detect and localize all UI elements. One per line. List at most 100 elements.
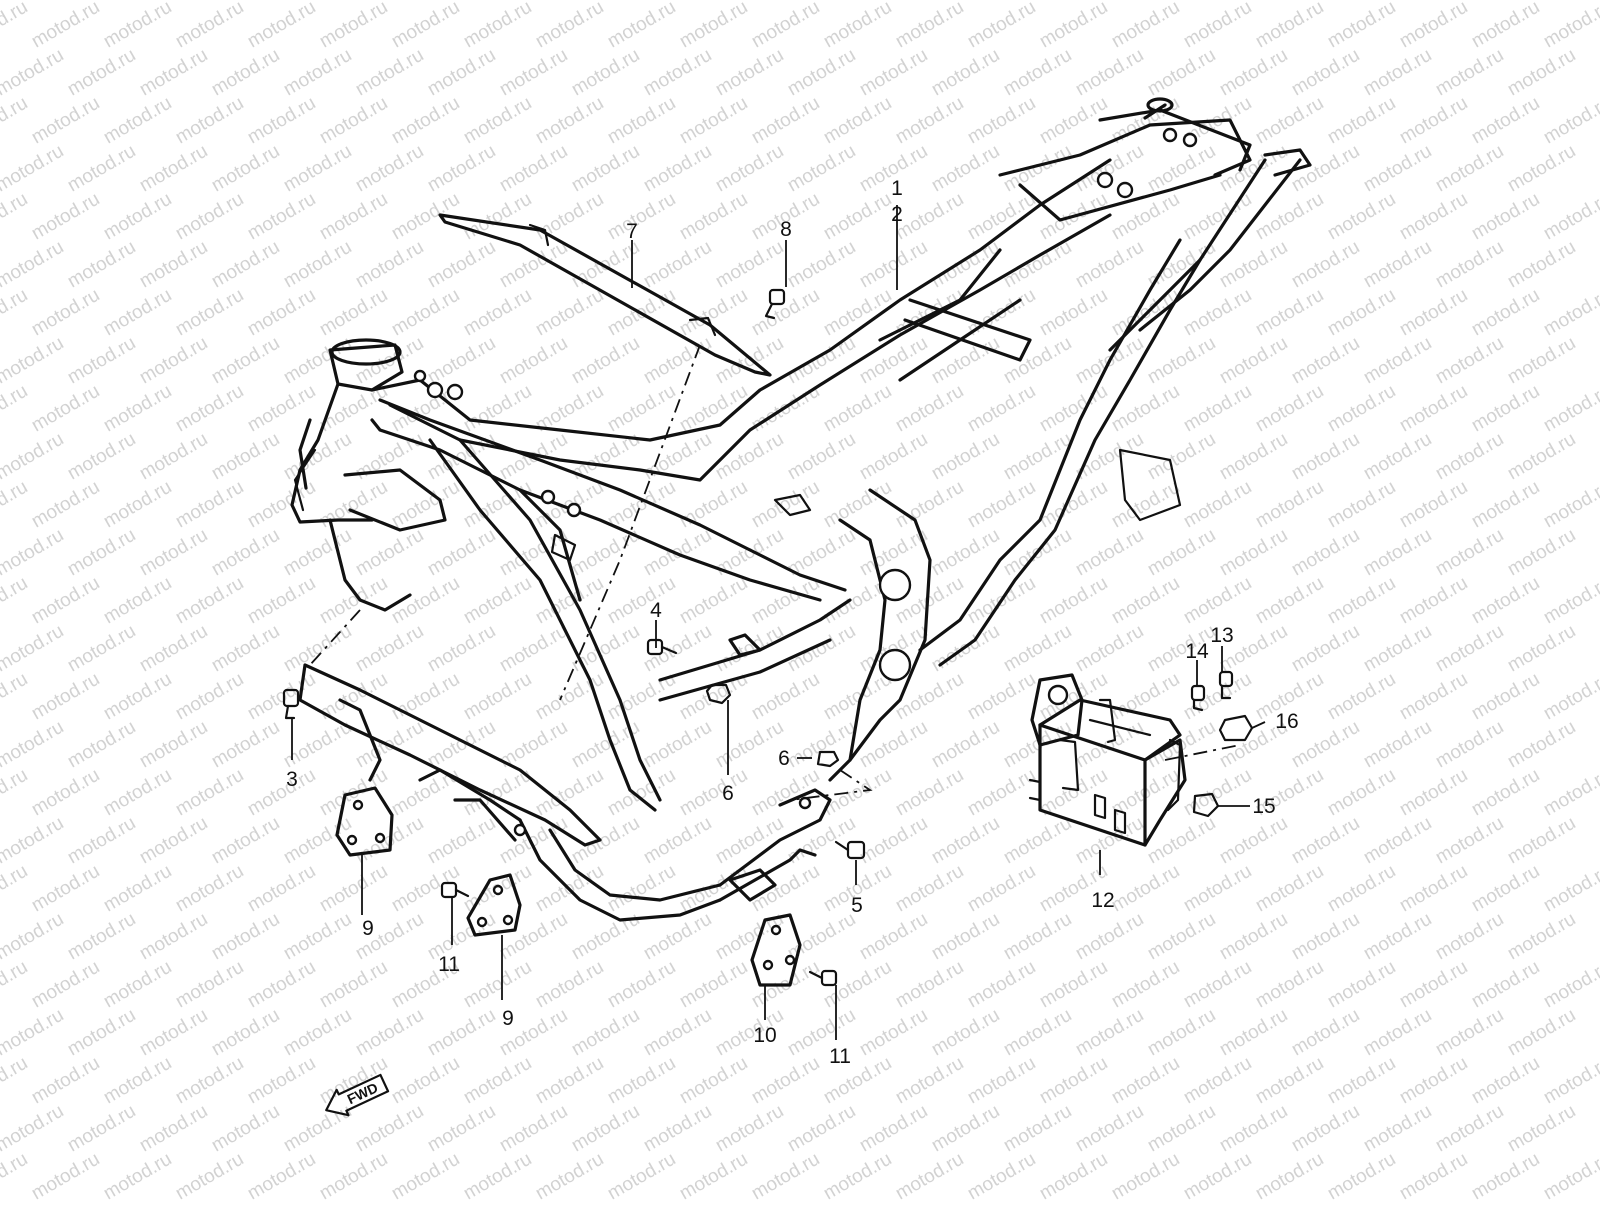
watermark-text: motod.ru <box>388 1149 463 1200</box>
watermark-text: motod.ru <box>424 813 499 869</box>
watermark-text: motod.ru <box>1468 669 1543 725</box>
watermark-text: motod.ru <box>244 189 319 245</box>
watermark-text: motod.ru <box>820 93 895 149</box>
watermark-text: motod.ru <box>1396 1149 1471 1200</box>
watermark-text: motod.ru <box>352 237 427 293</box>
watermark-text: motod.ru <box>568 141 643 197</box>
watermark-text: motod.ru <box>892 765 967 821</box>
watermark-text: motod.ru <box>964 765 1039 821</box>
watermark-text: motod.ru <box>460 285 535 341</box>
watermark-text: motod.ru <box>1252 573 1327 629</box>
watermark-text: motod.ru <box>136 237 211 293</box>
watermark-text: motod.ru <box>136 525 211 581</box>
watermark-text: motod.ru <box>1000 237 1075 293</box>
watermark-text: motod.ru <box>1072 45 1147 101</box>
watermark-text: motod.ru <box>64 717 139 773</box>
watermark-text: motod.ru <box>208 1101 283 1157</box>
watermark-text: motod.ru <box>208 717 283 773</box>
watermark-text: motod.ru <box>64 525 139 581</box>
watermark-text: motod.ru <box>856 429 931 485</box>
watermark-text: motod.ru <box>136 909 211 965</box>
watermark-text: motod.ru <box>0 1101 67 1157</box>
watermark-text: motod.ru <box>928 141 1003 197</box>
watermark-text: motod.ru <box>532 957 607 1013</box>
watermark-text: motod.ru <box>316 93 391 149</box>
watermark-text: motod.ru <box>1540 0 1600 52</box>
watermark-text: motod.ru <box>280 45 355 101</box>
watermark-text: motod.ru <box>676 765 751 821</box>
watermark-text: motod.ru <box>0 765 31 821</box>
watermark-text: motod.ru <box>316 0 391 52</box>
watermark-text: motod.ru <box>1432 45 1507 101</box>
watermark-text: motod.ru <box>856 45 931 101</box>
watermark-text: motod.ru <box>424 333 499 389</box>
watermark-text: motod.ru <box>0 45 67 101</box>
watermark-text: motod.ru <box>1252 957 1327 1013</box>
watermark-text: motod.ru <box>1540 861 1600 917</box>
watermark-text: motod.ru <box>496 621 571 677</box>
lower-cradle <box>298 663 832 922</box>
watermark-text: motod.ru <box>1540 381 1600 437</box>
watermark-text: motod.ru <box>1000 1101 1075 1157</box>
watermark-text: motod.ru <box>1504 1005 1579 1061</box>
part-9-plates <box>335 786 522 937</box>
watermark-text: motod.ru <box>208 141 283 197</box>
watermark-text: motod.ru <box>604 93 679 149</box>
watermark-text: motod.ru <box>712 717 787 773</box>
watermark-text: motod.ru <box>640 717 715 773</box>
watermark-text: motod.ru <box>1504 333 1579 389</box>
watermark-text: motod.ru <box>1288 621 1363 677</box>
watermark-text: motod.ru <box>280 1005 355 1061</box>
watermark-text: motod.ru <box>100 381 175 437</box>
watermark-text: motod.ru <box>316 477 391 533</box>
watermark-text: motod.ru <box>388 285 463 341</box>
watermark-text: motod.ru <box>1468 1149 1543 1200</box>
watermark-text: motod.ru <box>0 141 67 197</box>
watermark-text: motod.ru <box>676 189 751 245</box>
watermark-text: motod.ru <box>928 1005 1003 1061</box>
watermark-text: motod.ru <box>100 669 175 725</box>
watermark-text: motod.ru <box>1396 669 1471 725</box>
watermark-text: motod.ru <box>0 1149 31 1200</box>
callout-6-bottom: 6 <box>722 782 734 805</box>
watermark-text: motod.ru <box>964 957 1039 1013</box>
watermark-text: motod.ru <box>0 285 31 341</box>
watermark-text: motod.ru <box>0 717 67 773</box>
watermark-text: motod.ru <box>892 1053 967 1109</box>
watermark-text: motod.ru <box>1000 45 1075 101</box>
watermark-text: motod.ru <box>1216 0 1291 4</box>
watermark-text: motod.ru <box>1432 429 1507 485</box>
watermark-text: motod.ru <box>1144 333 1219 389</box>
watermark-text: motod.ru <box>1360 0 1435 4</box>
watermark-text: motod.ru <box>1324 1053 1399 1109</box>
watermark-text: motod.ru <box>28 381 103 437</box>
callout-2: 2 <box>891 203 903 226</box>
watermark-text: motod.ru <box>712 813 787 869</box>
watermark-text: motod.ru <box>28 765 103 821</box>
watermark-text: motod.ru <box>1036 1053 1111 1109</box>
watermark-text: motod.ru <box>568 333 643 389</box>
watermark-text: motod.ru <box>1324 189 1399 245</box>
watermark-text: motod.ru <box>244 765 319 821</box>
watermark-text: motod.ru <box>1000 717 1075 773</box>
watermark-text: motod.ru <box>856 1101 931 1157</box>
watermark-text: motod.ru <box>460 1053 535 1109</box>
watermark-text: motod.ru <box>28 1053 103 1109</box>
watermark-text: motod.ru <box>1540 1149 1600 1200</box>
watermark-text: motod.ru <box>748 669 823 725</box>
watermark-text: motod.ru <box>604 1149 679 1200</box>
watermark-text: motod.ru <box>316 1149 391 1200</box>
watermark-text: motod.ru <box>1432 621 1507 677</box>
watermark-text: motod.ru <box>532 1053 607 1109</box>
watermark-text: motod.ru <box>1432 0 1507 4</box>
watermark-text: motod.ru <box>928 45 1003 101</box>
watermark-text: motod.ru <box>1324 861 1399 917</box>
watermark-text: motod.ru <box>136 333 211 389</box>
watermark-text: motod.ru <box>676 477 751 533</box>
watermark-text: motod.ru <box>1072 525 1147 581</box>
watermark-text: motod.ru <box>28 1149 103 1200</box>
watermark-text: motod.ru <box>1216 429 1291 485</box>
watermark-text: motod.ru <box>1504 717 1579 773</box>
watermark-text: motod.ru <box>136 429 211 485</box>
watermark-text: motod.ru <box>1216 237 1291 293</box>
